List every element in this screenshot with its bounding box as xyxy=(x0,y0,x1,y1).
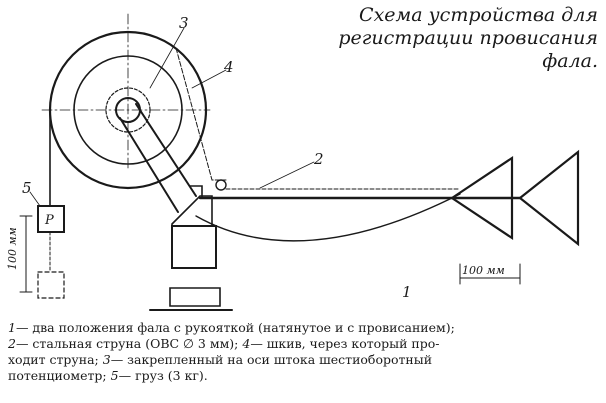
leader-2 xyxy=(259,161,315,189)
tail-fin-small xyxy=(450,155,514,241)
weight-lower xyxy=(37,271,65,299)
label-5: 5 xyxy=(22,179,32,197)
potentiometer-ring xyxy=(105,87,151,133)
weight-upper xyxy=(37,205,65,233)
leader-4 xyxy=(191,69,227,89)
diagram-title: Схема устройства для регистрации провиса… xyxy=(298,4,598,73)
caption-line-1: 1— два положения фала с рукояткой (натян… xyxy=(8,320,455,335)
label-4: 4 xyxy=(223,58,234,76)
lever-arm-lower xyxy=(135,103,197,197)
pulley-rim xyxy=(73,55,183,165)
steel-wire xyxy=(175,47,227,181)
floor-fragment xyxy=(169,287,221,307)
lever-arm-upper xyxy=(119,117,179,213)
leader-3 xyxy=(149,27,185,89)
guide-tab xyxy=(189,185,203,199)
vertical-scale-label: 100 мм xyxy=(6,227,19,270)
label-1: 1 xyxy=(402,283,412,301)
label-3: 3 xyxy=(179,14,189,32)
base-block xyxy=(171,225,217,269)
tail-fin-large xyxy=(518,149,580,247)
guide-roller xyxy=(215,179,227,191)
weight-label: P xyxy=(44,213,54,228)
horizontal-scale-label: 100 мм xyxy=(462,264,505,277)
figure-caption: 1— два положения фала с рукояткой (натян… xyxy=(8,320,600,384)
caption-line-3: ходит струна; 3— закрепленный на оси што… xyxy=(8,352,433,367)
sagging-fal xyxy=(195,193,461,242)
caption-line-4: потенциометр; 5— груз (3 кг). xyxy=(8,368,208,383)
caption-line-2: 2— стальная струна (ОВС ∅ 3 мм); 4— шкив… xyxy=(8,336,440,351)
leader-5 xyxy=(29,191,41,207)
label-2: 2 xyxy=(313,150,324,168)
title-line-2: регистрации провисания xyxy=(338,27,598,49)
title-line-3: фала. xyxy=(542,50,598,72)
title-line-1: Схема устройства для xyxy=(359,4,598,26)
